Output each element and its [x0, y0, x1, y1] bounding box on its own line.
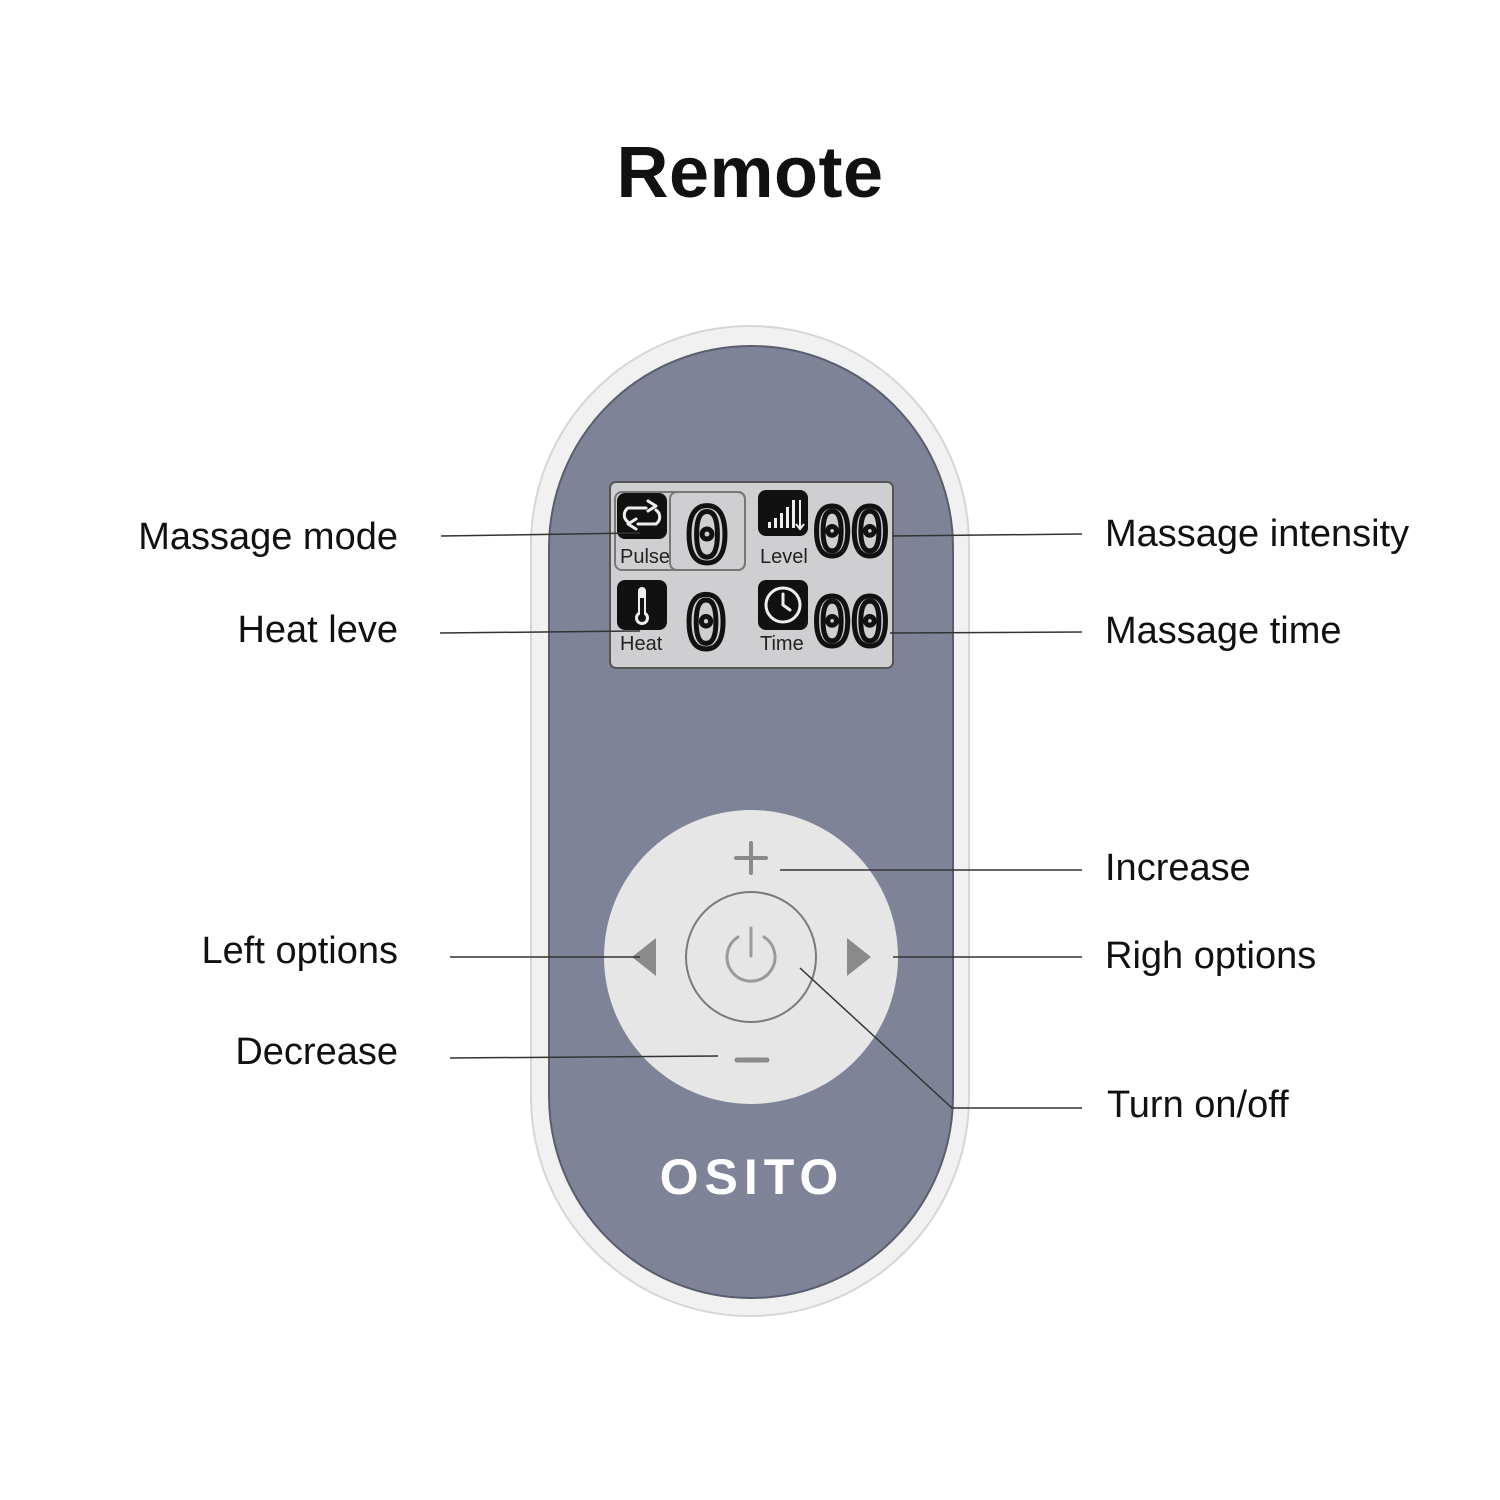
thermometer-icon [617, 580, 667, 630]
lcd-level-label: Level [760, 546, 808, 568]
callout-heat-level: Heat leve [237, 609, 398, 651]
clock-icon [758, 580, 808, 630]
lcd-time-group: Time 00 [758, 580, 892, 664]
decrease-button[interactable] [700, 1030, 800, 1090]
lcd-pulse-value: 0 [684, 491, 730, 580]
lcd-heat-value: 0 [684, 581, 727, 665]
leader-massage-mode [440, 532, 641, 537]
lcd-heat-group: Heat 0 [617, 579, 730, 668]
leader-lines [439, 532, 1083, 1109]
lcd-heat-label: Heat [620, 633, 663, 655]
triangle-left-icon [632, 938, 656, 976]
page-title: Remote [616, 133, 884, 213]
left-options-button[interactable] [615, 920, 675, 995]
leader-turn-on-off [799, 967, 1082, 1109]
callout-increase: Increase [1105, 847, 1251, 889]
callout-massage-intensity: Massage intensity [1105, 513, 1410, 555]
right-options-button[interactable] [830, 920, 890, 995]
lcd-screen [609, 481, 894, 669]
lcd-level-group: Level 00 [758, 490, 892, 574]
power-button[interactable] [685, 891, 817, 1023]
triangle-right-icon [847, 938, 871, 976]
callout-left-options: Left options [201, 930, 398, 972]
callout-turn-on-off: Turn on/off [1107, 1084, 1289, 1126]
callout-massage-mode: Massage mode [138, 516, 398, 558]
callout-massage-time: Massage time [1105, 610, 1342, 652]
leader-massage-intensity [891, 533, 1083, 537]
leader-decrease [449, 1055, 719, 1059]
osito-logo: OSITO [660, 1149, 845, 1205]
callout-decrease: Decrease [235, 1031, 398, 1073]
svg-text:OSITO: OSITO [660, 1149, 845, 1205]
signal-bars-icon [758, 490, 808, 536]
increase-button[interactable] [700, 820, 800, 890]
leader-heat-level [439, 630, 641, 634]
leader-massage-time [889, 631, 1083, 634]
lcd-pulse-label: Pulse [620, 546, 670, 568]
callout-right-options: Righ options [1105, 935, 1317, 977]
lcd-pulse-group: Pulse 0 [614, 489, 746, 583]
lcd-time-value: 00 [812, 584, 887, 661]
lcd-time-label: Time [760, 633, 804, 655]
lcd-level-value: 00 [812, 494, 887, 571]
power-icon [725, 926, 777, 983]
repeat-icon [617, 493, 667, 539]
